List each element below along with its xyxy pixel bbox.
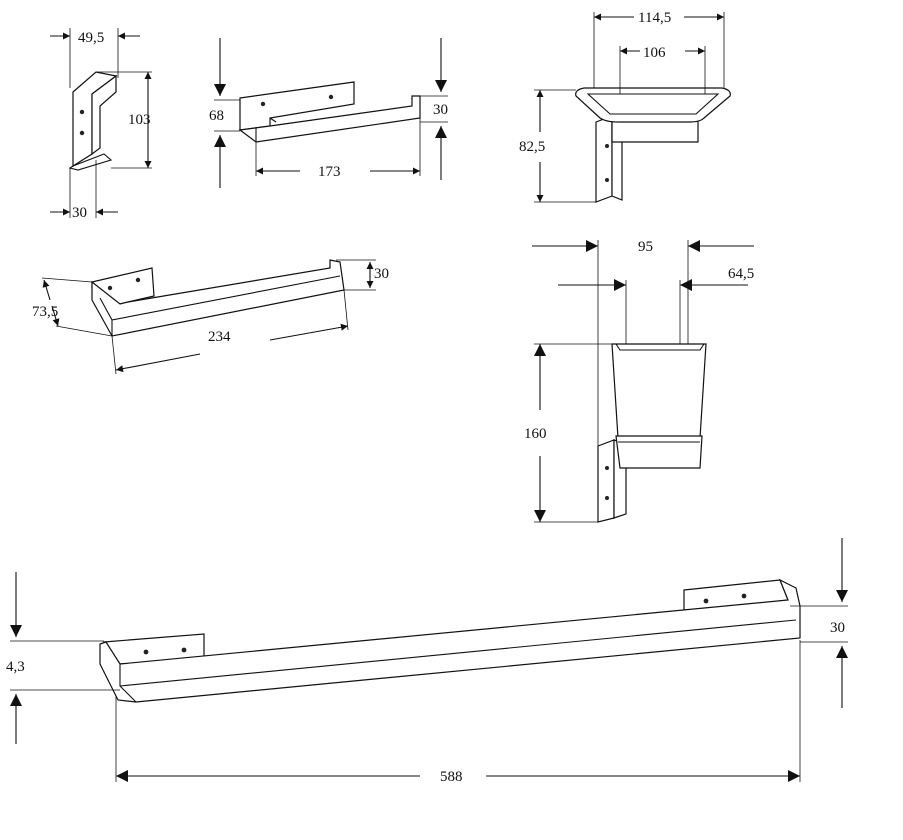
tumbler-cup-depth-label: 64,5 [728,266,754,282]
towel-ring-height-label: 30 [374,266,389,282]
tumbler-height-label: 160 [524,426,547,442]
paper-holder-length-label: 173 [318,164,341,180]
towel-bar-view: 4,3 30 588 [6,538,848,785]
soap-dish-height-label: 82,5 [519,139,545,155]
towel-bar-height-label: 30 [830,620,845,636]
soap-dish-view: 114,5 106 82,5 [519,10,731,203]
paper-holder-height-label: 68 [209,108,224,124]
soap-dish-outer-width-label: 114,5 [638,10,671,26]
soap-dish-inner-width-label: 106 [643,45,666,61]
hook-height-label: 103 [128,112,151,128]
towel-ring-depth-label: 73,5 [32,304,58,320]
towel-bar-length-label: 588 [440,769,463,785]
paper-holder-view: 68 173 30 [209,38,448,188]
towel-bar-offset-label: 4,3 [6,659,25,675]
tumbler-total-depth-label: 95 [638,239,653,255]
towel-ring-length-label: 234 [208,329,231,345]
hook-width-label: 49,5 [78,30,104,46]
hook-depth-label: 30 [72,205,87,221]
hook-view: 49,5 103 30 [50,28,152,221]
tumbler-view: 95 64,5 160 [524,239,754,523]
paper-holder-depth-label: 30 [433,102,448,118]
towel-ring-view: 30 73,5 234 [32,259,389,375]
